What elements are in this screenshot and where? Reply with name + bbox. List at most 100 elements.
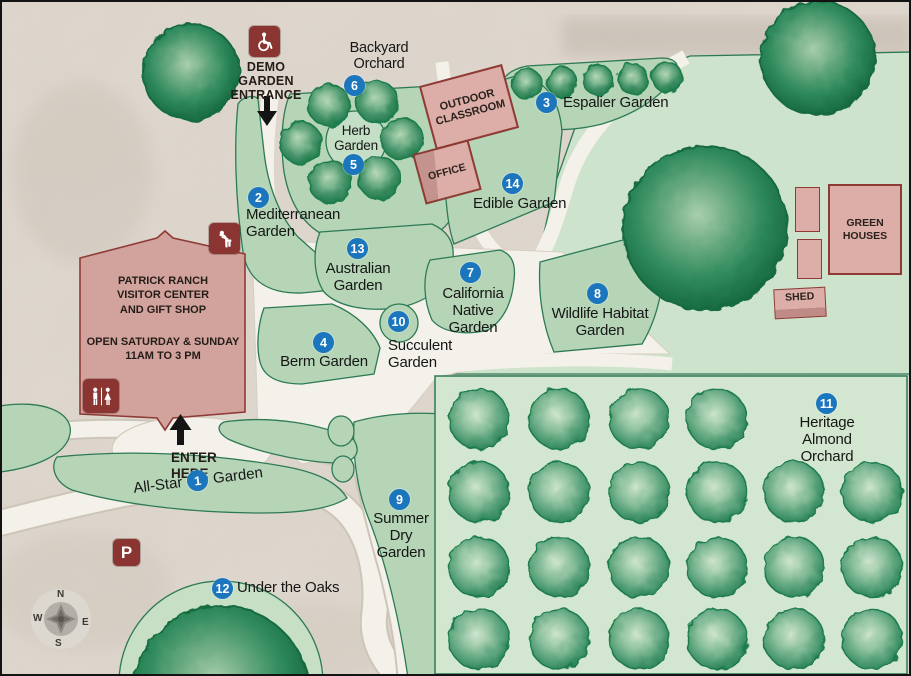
- compass-w: W: [33, 613, 43, 624]
- orchard-tree: [841, 608, 903, 670]
- garden-label-heritage-almond: Heritage Almond Orchard: [799, 414, 855, 465]
- orchard-area: [434, 375, 908, 674]
- all-star-text-after: Garden: [212, 464, 264, 488]
- herb-tree: [307, 83, 351, 127]
- number-badge-7: 7: [460, 262, 481, 283]
- shed-building: SHED: [773, 286, 827, 320]
- number-badge-11: 11: [816, 393, 837, 414]
- orchard-tree: [686, 388, 748, 450]
- orchard-tree: [448, 388, 510, 450]
- garden-label-espalier: Espalier Garden: [563, 94, 669, 111]
- number-badge-10: 10: [388, 311, 409, 332]
- green-island: [331, 455, 355, 483]
- orchard-tree: [686, 536, 748, 598]
- compass-graphic: [31, 589, 91, 649]
- compass-s: S: [55, 638, 62, 649]
- drinking-fountain-icon-box: [209, 223, 240, 254]
- orchard-tree: [686, 608, 748, 670]
- espalier-tree: [582, 64, 614, 96]
- garden-label-backyard-orchard: Backyard Orchard: [349, 40, 409, 73]
- garden-label-wildlife-habitat: Wildlife Habitat Garden: [551, 305, 649, 339]
- all-star-text-before: All-Star: [132, 474, 184, 497]
- number-badge-2: 2: [248, 187, 269, 208]
- garden-label-succulent: Succulent Garden: [388, 337, 453, 371]
- number-badge-3: 3: [536, 92, 557, 113]
- drinking-fountain-icon: [219, 230, 232, 248]
- tree: [622, 145, 788, 311]
- compass-rose: N E S W: [29, 587, 93, 651]
- orchard-tree: [528, 536, 590, 598]
- shed-label: SHED: [784, 290, 815, 304]
- orchard-tree: [841, 536, 903, 598]
- visitor-center-building: [79, 229, 246, 432]
- herb-tree: [357, 156, 401, 200]
- number-badge-5: 5: [343, 154, 364, 175]
- wheelchair-icon: [257, 32, 272, 51]
- herb-tree: [355, 80, 399, 124]
- office-label: OFFICE: [426, 160, 468, 183]
- orchard-tree: [763, 608, 825, 670]
- espalier-tree: [617, 63, 649, 95]
- accessible-entrance-icon-box: [249, 26, 280, 57]
- orchard-tree: [448, 608, 510, 670]
- compass-e: E: [82, 617, 89, 628]
- demo-garden-entrance-label: DEMO GARDEN ENTRANCE: [230, 60, 302, 102]
- orchard-tree: [686, 461, 748, 523]
- espalier-tree: [546, 66, 578, 98]
- number-badge-13: 13: [347, 238, 368, 259]
- zone-summer-dry: [352, 412, 445, 674]
- visitor-center-hours: OPEN SATURDAY & SUNDAY 11AM TO 3 PM: [86, 336, 240, 363]
- garden-label-under-the-oaks: Under the Oaks: [237, 579, 340, 596]
- enter-here-up-arrow: [169, 414, 192, 445]
- number-badge-12: 12: [212, 578, 233, 599]
- garden-label-australian: Australian Garden: [325, 260, 391, 294]
- trees: [134, 2, 903, 674]
- garden-label-herb: Herb Garden: [334, 123, 378, 154]
- orchard-tree: [608, 461, 670, 523]
- outdoor-classroom-label: OUTDOOR CLASSROOM: [434, 86, 507, 128]
- texture-blotch: [12, 82, 152, 262]
- herb-tree: [308, 160, 352, 204]
- orchard-tree: [608, 536, 670, 598]
- number-badge-14: 14: [502, 173, 523, 194]
- parking-icon: P: [120, 542, 133, 562]
- greenhouses-label: GREEN HOUSES: [842, 216, 888, 242]
- greenhouse-small-1: [795, 187, 820, 232]
- tree: [760, 2, 876, 116]
- orchard-tree: [448, 536, 510, 598]
- tree: [142, 23, 240, 121]
- restroom-icon: [92, 387, 111, 405]
- orchard-tree: [528, 388, 590, 450]
- number-badge-4: 4: [313, 332, 334, 353]
- orchard-tree: [448, 461, 510, 523]
- orchard-tree: [608, 388, 670, 450]
- orchard-tree: [528, 461, 590, 523]
- number-badge-8: 8: [587, 283, 608, 304]
- espalier-tree: [511, 68, 543, 100]
- number-badge-1: 1: [185, 468, 210, 493]
- compass-n: N: [57, 589, 65, 600]
- orchard-tree: [763, 461, 825, 523]
- orchard-tree: [763, 536, 825, 598]
- number-badge-9: 9: [389, 489, 410, 510]
- zone-california-native: [424, 249, 516, 334]
- garden-label-mediterranean: Mediterranean Garden: [246, 206, 341, 240]
- number-badge-6: 6: [344, 75, 365, 96]
- orchard-tree: [528, 608, 590, 670]
- garden-label-berm: Berm Garden: [280, 353, 368, 370]
- orchard-tree: [841, 461, 903, 523]
- green-island: [2, 403, 71, 473]
- espalier-tree: [651, 61, 683, 93]
- greenhouses-building: GREEN HOUSES: [828, 184, 902, 275]
- garden-label-california-native: California Native Garden: [442, 285, 504, 336]
- garden-label-edible: Edible Garden: [473, 195, 567, 212]
- garden-label-summer-dry: Summer Dry Garden: [373, 510, 429, 561]
- zone-mediterranean: [235, 95, 333, 294]
- visitor-center-name: PATRICK RANCH VISITOR CENTER AND GIFT SH…: [116, 275, 210, 316]
- herb-tree: [279, 121, 323, 165]
- parking-icon-box: P: [113, 539, 140, 566]
- green-island: [327, 415, 355, 447]
- restroom-icon-box: [83, 379, 119, 413]
